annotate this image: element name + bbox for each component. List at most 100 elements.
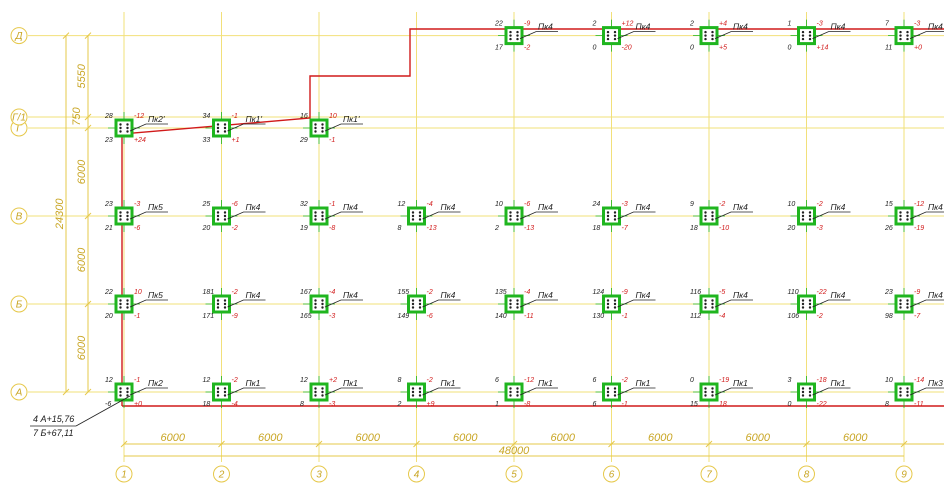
axis-label-x-3: 3: [316, 470, 322, 481]
deviation-top-left: 3: [788, 377, 792, 384]
anchor-bolt: [411, 387, 415, 390]
dim-bay-label-1: 6000: [161, 432, 186, 444]
anchor-bolt: [899, 387, 902, 390]
anchor-bolt: [321, 299, 324, 302]
deviation-top-left: 8: [398, 377, 402, 384]
anchor-bolt: [801, 214, 805, 218]
anchor-bolt: [411, 394, 415, 397]
anchor-bolt: [613, 302, 617, 306]
deviation-bottom-right: 18: [719, 401, 727, 408]
column-pad: [797, 382, 816, 402]
mark-leader: [422, 211, 461, 220]
anchor-bolt: [509, 390, 512, 394]
deviation-top-left: 6: [593, 377, 597, 384]
anchor-bolt: [314, 130, 317, 133]
deviation-top-left: 28: [104, 113, 113, 120]
anchor-bolt: [906, 211, 909, 214]
column-mark: Пк4: [733, 22, 748, 32]
anchor-bolt: [321, 126, 324, 130]
anchor-bolt: [314, 214, 317, 218]
mark-leader: [909, 211, 944, 220]
anchor-bolt: [411, 299, 415, 302]
deviation-bottom-right: -22: [817, 401, 827, 408]
anchor-bolt: [613, 34, 617, 37]
anchor-bolt: [321, 218, 324, 221]
deviation-top-right: -9: [524, 21, 530, 28]
deviation-top-left: 181: [203, 289, 215, 296]
deviation-bottom-left: 17: [495, 45, 504, 52]
anchor-bolt: [411, 214, 415, 218]
deviation-bottom-left: 23: [104, 137, 113, 144]
mark-leader: [909, 387, 944, 396]
deviation-top-left: 10: [788, 201, 796, 208]
dim-left-bay-3: 6000: [76, 159, 88, 184]
deviation-bottom-left: 15: [690, 401, 698, 408]
anchor-bolt: [126, 130, 129, 133]
column-mark: Пк4: [928, 202, 943, 212]
anchor-bolt: [808, 211, 812, 214]
anchor-bolt: [119, 130, 122, 133]
column-mark: Пк4: [343, 290, 358, 300]
mark-leader: [812, 211, 851, 220]
deviation-bottom-right: -10: [719, 225, 729, 232]
column-mark: Пк1: [636, 378, 651, 388]
dim-tick-bottom-5: [510, 440, 518, 448]
deviation-top-right: -3: [817, 21, 823, 28]
anchor-bolt: [516, 218, 519, 221]
column-mark: Пк4: [343, 202, 358, 212]
deviation-bottom-right: -9: [232, 313, 238, 320]
deviation-bottom-right: -19: [914, 225, 924, 232]
column-mark: Пк1: [441, 378, 456, 388]
anchor-bolt: [801, 34, 805, 37]
anchor-bolt: [321, 302, 324, 306]
anchor-bolt: [906, 302, 909, 306]
deviation-bottom-left: 112: [690, 313, 701, 320]
anchor-bolt: [223, 123, 227, 126]
deviation-top-right: -3: [134, 201, 140, 208]
deviation-bottom-right: -4: [232, 401, 238, 408]
anchor-bolt: [808, 390, 812, 394]
dim-left-bay-1: 6000: [76, 335, 88, 360]
axis-bubble-y-1: [10, 383, 28, 401]
anchor-bolt: [808, 299, 812, 302]
anchor-bolt: [906, 394, 909, 397]
anchor-bolt: [321, 306, 324, 309]
anchor-bolt: [126, 387, 129, 390]
deviation-bottom-right: -3: [329, 401, 335, 408]
anchor-bolt: [613, 211, 617, 214]
deviation-top-left: 10: [885, 377, 893, 384]
mark-leader: [129, 387, 168, 396]
anchor-bolt: [119, 211, 122, 214]
column-mark: Пк4: [831, 22, 846, 32]
column-mark: Пк1': [343, 114, 360, 124]
column-mark: Пк5: [148, 290, 163, 300]
deviation-bottom-left: 106: [788, 313, 800, 320]
anchor-bolt: [613, 387, 617, 390]
anchor-bolt: [704, 214, 707, 218]
anchor-bolt: [808, 34, 812, 37]
anchor-bolt: [216, 126, 220, 130]
deviation-top-right: -4: [329, 289, 335, 296]
dim-bay-label-2: 6000: [258, 432, 283, 444]
deviation-bottom-left: 21: [104, 225, 113, 232]
anchor-bolt: [606, 390, 610, 394]
column-pad: [114, 118, 134, 138]
anchor-bolt: [606, 34, 610, 37]
anchor-bolt: [509, 299, 512, 302]
anchor-bolt: [711, 214, 714, 218]
anchor-bolt: [606, 30, 610, 34]
corner-note-line2: 7 Б+67,11: [33, 428, 73, 438]
axis-bubble-x-9: [895, 465, 913, 483]
anchor-bolt: [711, 302, 714, 306]
axis-bubble-y-6: [10, 27, 28, 45]
anchor-bolt: [321, 130, 324, 133]
column-mark: Пк4: [928, 22, 943, 32]
dim-tick-left-5: [84, 113, 92, 121]
anchor-bolt: [509, 394, 512, 397]
anchor-bolt: [223, 214, 227, 218]
deviation-bottom-right: -3: [817, 225, 823, 232]
deviation-top-right: -4: [524, 289, 530, 296]
deviation-bottom-left: 171: [203, 313, 215, 320]
